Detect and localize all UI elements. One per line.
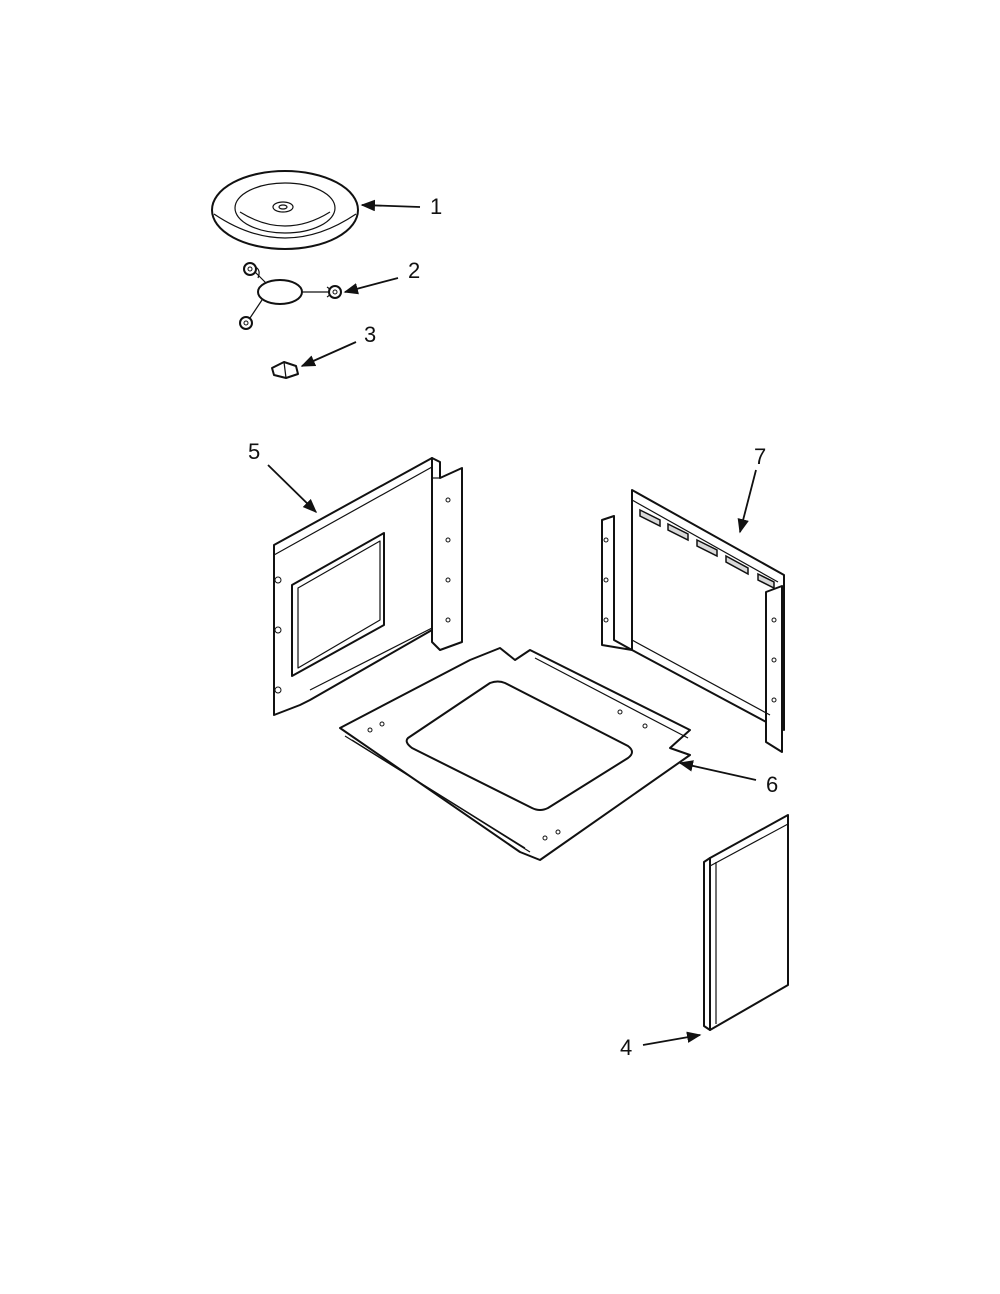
turntable-tray — [211, 170, 359, 250]
leader-4 — [642, 1031, 702, 1046]
left-side-panel — [273, 457, 463, 716]
leader-3 — [300, 341, 357, 367]
callout-5: 5 — [248, 439, 260, 464]
leader-6 — [678, 760, 757, 781]
leader-2 — [343, 277, 399, 295]
callout-7: 7 — [754, 444, 766, 469]
callout-6: 6 — [766, 772, 778, 797]
roller-support — [239, 262, 342, 330]
leader-1 — [360, 199, 421, 212]
callout-4: 4 — [620, 1035, 632, 1060]
callout-1: 1 — [430, 194, 442, 219]
bottom-panel — [339, 647, 691, 861]
leader-5 — [267, 464, 318, 514]
callout-3: 3 — [364, 322, 376, 347]
right-side-panel — [601, 489, 785, 753]
leader-7 — [737, 469, 757, 534]
side-insulation-panel — [703, 814, 789, 1031]
callout-2: 2 — [408, 258, 420, 283]
coupler — [271, 361, 299, 379]
